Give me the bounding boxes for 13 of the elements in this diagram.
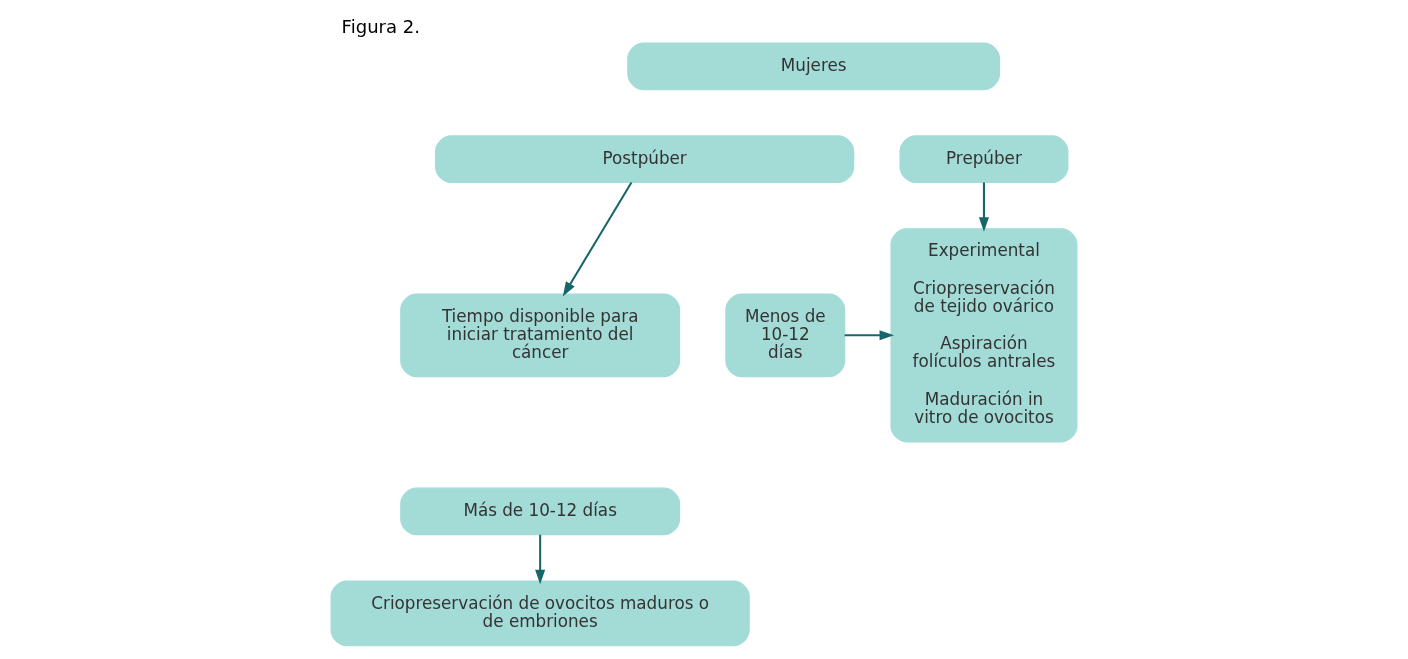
node-box: Tiempo disponible para iniciar tratamiento del cáncer bbox=[400, 293, 681, 378]
arrow bbox=[535, 534, 546, 585]
node-box: Postpúber bbox=[435, 135, 855, 184]
node-box: Menos de 10-12 días bbox=[725, 293, 846, 378]
arrow bbox=[978, 182, 989, 232]
node-box: Mujeres bbox=[627, 42, 1001, 91]
node-box: Criopreservación de ovocitos maduros o de embriones bbox=[330, 580, 750, 647]
node-box: Más de 10-12 días bbox=[400, 487, 681, 536]
diagram-title: Figura 2. bbox=[341, 16, 421, 38]
arrow bbox=[562, 181, 633, 297]
arrow bbox=[844, 330, 894, 341]
node-box: Experimental Criopreservación de tejido ovárico Aspiración folículos antrales Maduración in vitro de ovocitos bbox=[890, 228, 1078, 443]
node-box: Prepúber bbox=[899, 135, 1069, 184]
